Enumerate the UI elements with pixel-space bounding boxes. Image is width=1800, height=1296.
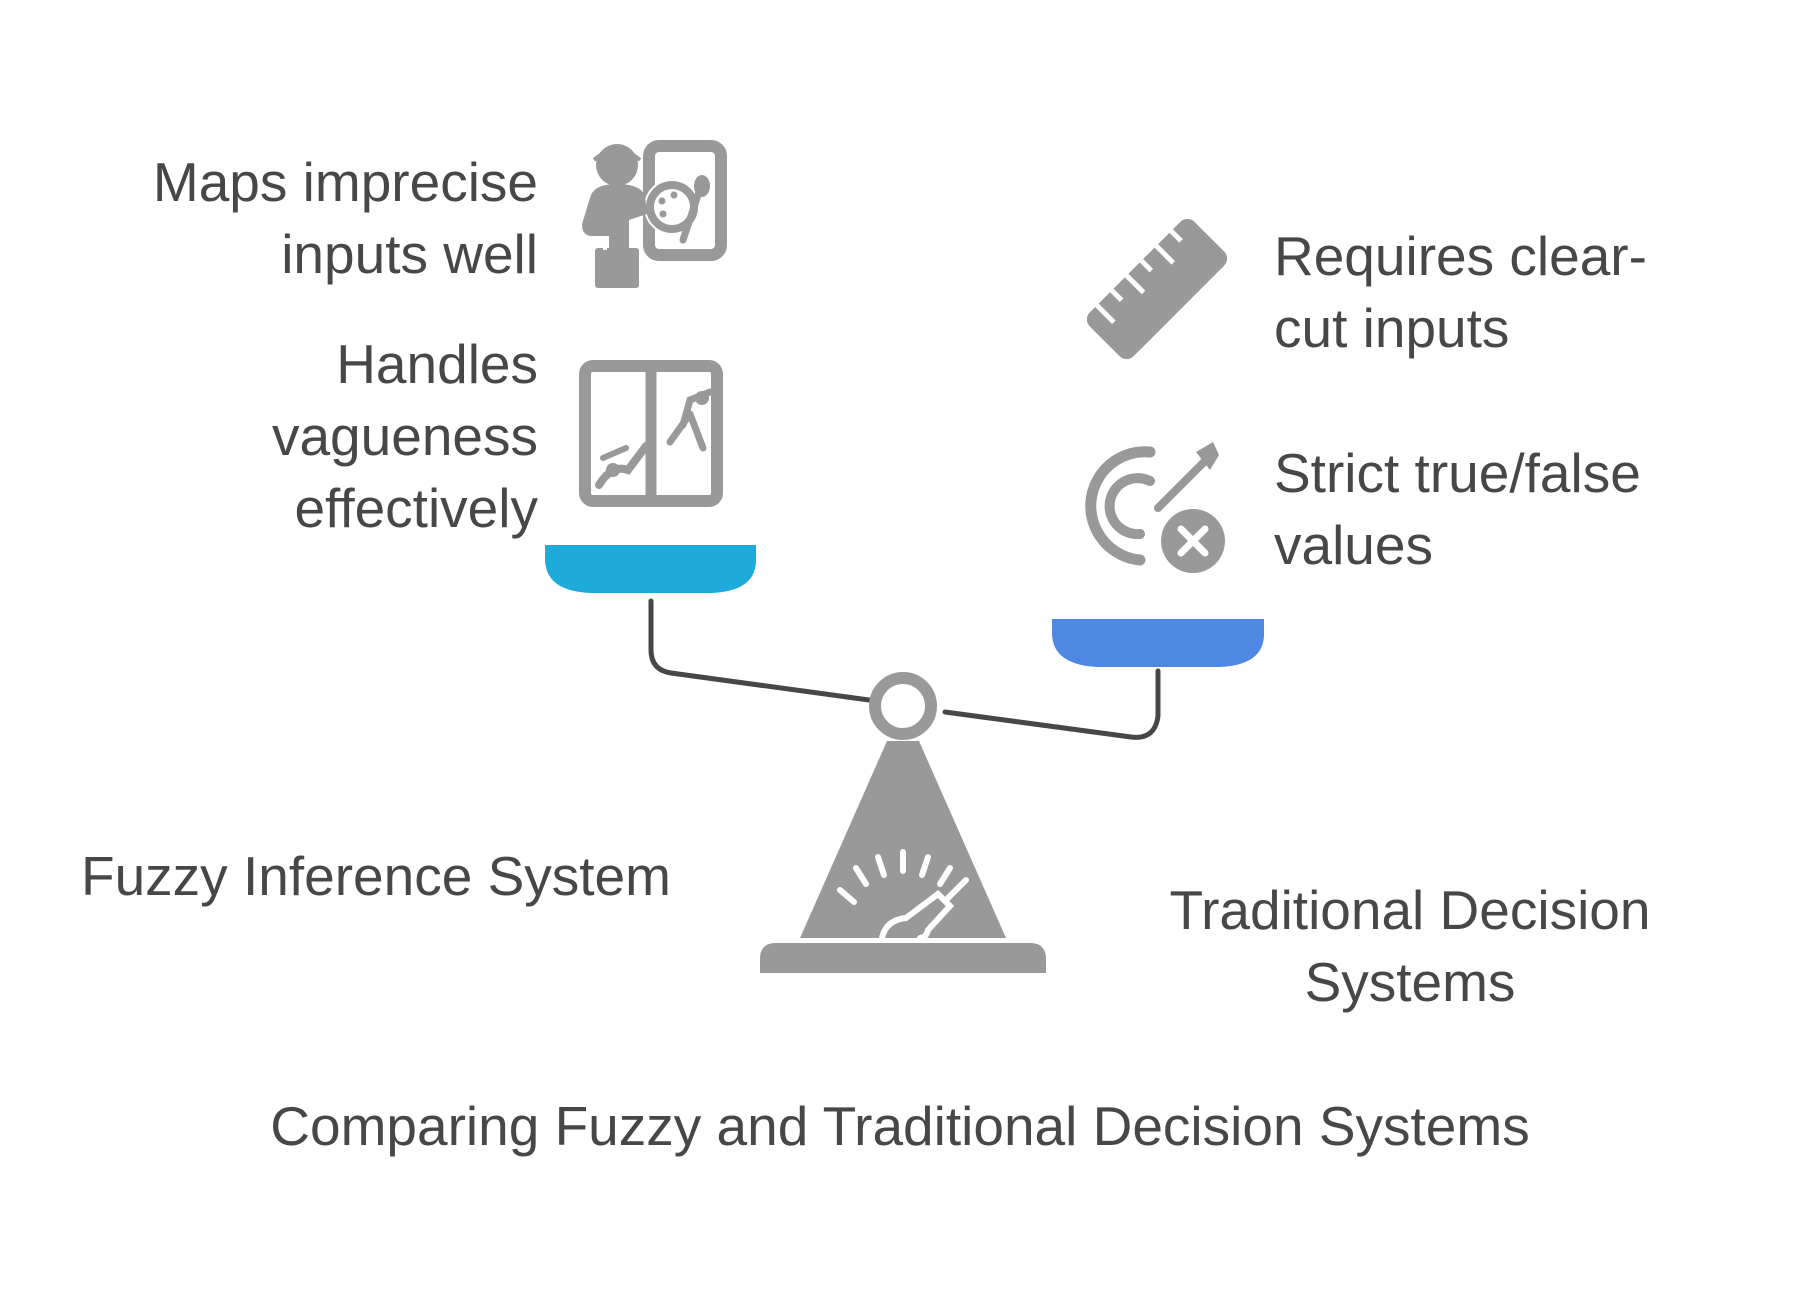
scale-beam <box>648 598 1161 740</box>
window-figures-icon <box>579 360 723 507</box>
target-cross-icon <box>1085 442 1232 580</box>
traditional-system-label: Traditional Decision Systems <box>1169 879 1651 1013</box>
scale-pivot <box>869 672 937 740</box>
gauge-icon <box>837 849 969 941</box>
left-pan <box>545 545 756 593</box>
right-pan <box>1052 619 1264 667</box>
fuzzy-item-1-text: Maps imprecise inputs well <box>152 151 538 285</box>
traditional-item-1-text: Requires clear-cut inputs <box>1274 225 1647 359</box>
fuzzy-item-2-text: Handles vagueness effectively <box>271 333 538 539</box>
scale-stand <box>800 741 1006 938</box>
diagram-title: Comparing Fuzzy and Traditional Decision… <box>270 1095 1530 1157</box>
teacher-palette-icon <box>582 140 727 288</box>
scale-base <box>760 943 1046 973</box>
traditional-item-2-text: Strict true/false values <box>1274 442 1641 576</box>
ruler-icon <box>1086 218 1228 360</box>
fuzzy-system-label: Fuzzy Inference System <box>81 845 671 907</box>
